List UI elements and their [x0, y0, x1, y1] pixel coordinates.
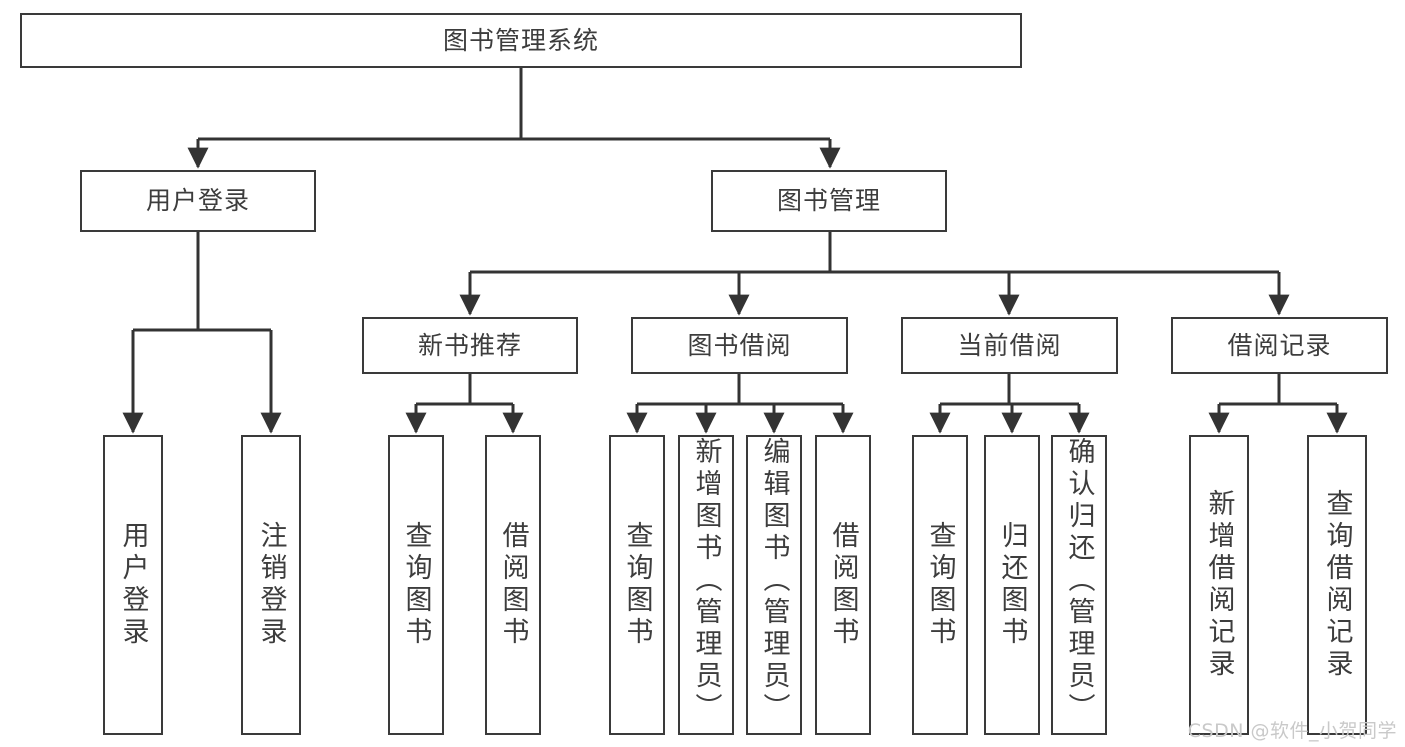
node-book-management[interactable]: 图书管理	[711, 170, 947, 232]
node-label: 归还图书	[996, 521, 1028, 649]
node-user-login[interactable]: 用户登录	[80, 170, 316, 232]
leaf-borrow-books-borrowing[interactable]: 借阅图书	[815, 435, 871, 735]
node-label: 图书管理	[776, 186, 881, 215]
node-label: 图书管理系统	[442, 25, 599, 55]
node-label: 用户登录	[145, 186, 250, 215]
node-label: 确认归还（管理员）	[1063, 437, 1095, 725]
watermark-text: CSDN @软件_小贺同学	[1187, 720, 1397, 742]
node-label: 借阅图书	[497, 521, 529, 649]
node-label: 注销登录	[255, 521, 287, 649]
node-label: 新增借阅记录	[1203, 489, 1235, 681]
node-label: 新增图书（管理员）	[690, 437, 722, 725]
leaf-user-login[interactable]: 用户登录	[103, 435, 163, 735]
node-label: 用户登录	[117, 521, 149, 649]
node-root-system[interactable]: 图书管理系统	[20, 13, 1022, 68]
node-label: 编辑图书（管理员）	[758, 437, 790, 725]
leaf-search-books-recommend[interactable]: 查询图书	[388, 435, 444, 735]
leaf-borrow-books-recommend[interactable]: 借阅图书	[485, 435, 541, 735]
node-new-book-recommendation[interactable]: 新书推荐	[362, 317, 578, 374]
node-label: 新书推荐	[417, 330, 522, 360]
node-label: 借阅记录	[1227, 330, 1332, 360]
node-label: 图书借阅	[687, 330, 792, 360]
node-label: 查询图书	[621, 521, 653, 649]
leaf-logout[interactable]: 注销登录	[241, 435, 301, 735]
leaf-return-books[interactable]: 归还图书	[984, 435, 1040, 735]
leaf-search-books-borrowing[interactable]: 查询图书	[609, 435, 665, 735]
leaf-search-books-current[interactable]: 查询图书	[912, 435, 968, 735]
node-label: 查询借阅记录	[1321, 489, 1353, 681]
node-label: 借阅图书	[827, 521, 859, 649]
node-current-borrowing[interactable]: 当前借阅	[901, 317, 1118, 374]
node-borrow-records[interactable]: 借阅记录	[1171, 317, 1388, 374]
node-label: 查询图书	[924, 521, 956, 649]
node-label: 当前借阅	[957, 330, 1062, 360]
leaf-add-borrow-record[interactable]: 新增借阅记录	[1189, 435, 1249, 735]
leaf-confirm-return-admin[interactable]: 确认归还（管理员）	[1051, 435, 1107, 735]
leaf-add-book-admin[interactable]: 新增图书（管理员）	[678, 435, 734, 735]
node-label: 查询图书	[400, 521, 432, 649]
node-book-borrowing[interactable]: 图书借阅	[631, 317, 848, 374]
leaf-edit-book-admin[interactable]: 编辑图书（管理员）	[746, 435, 802, 735]
leaf-search-borrow-record[interactable]: 查询借阅记录	[1307, 435, 1367, 735]
